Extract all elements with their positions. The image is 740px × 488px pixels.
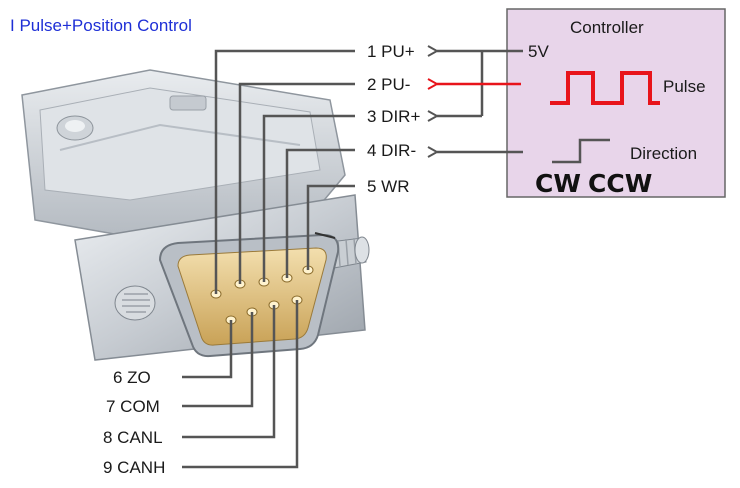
pin-label-9: 9 CANH (103, 458, 165, 477)
thumbscrew-left (114, 285, 156, 321)
pin-label-2: 2 PU- (367, 75, 410, 94)
pin-label-3: 3 DIR+ (367, 107, 420, 126)
direction-label: Direction (630, 144, 697, 163)
pin-label-4: 4 DIR- (367, 141, 416, 160)
pulse-waveform (550, 71, 660, 105)
direction-waveform (552, 138, 610, 164)
diagram-title: I Pulse+Position Control (10, 16, 192, 35)
pin-label-7: 7 COM (106, 397, 160, 416)
supply-5v-label: 5V (528, 42, 549, 61)
cw-label: CW (535, 169, 581, 198)
pin-labels-top: 1 PU+ 2 PU- 3 DIR+ 4 DIR- 5 WR (367, 42, 420, 196)
pin-leads (182, 49, 355, 469)
db9-connector-illustration (21, 69, 370, 361)
controller-title: Controller (570, 18, 644, 37)
pin-label-5: 5 WR (367, 177, 410, 196)
pin-label-1: 1 PU+ (367, 42, 415, 61)
pin-label-6: 6 ZO (113, 368, 151, 387)
pin-labels-bottom: 6 ZO 7 COM 8 CANL 9 CANH (103, 368, 165, 477)
ccw-label: CCW (588, 169, 652, 198)
controller-box: Controller 5V Pulse Direction CW CCW (506, 8, 726, 198)
pin-sockets-bottom-row (225, 295, 303, 325)
pulse-label: Pulse (663, 77, 706, 96)
pin-label-8: 8 CANL (103, 428, 163, 447)
signal-wires (437, 51, 523, 152)
